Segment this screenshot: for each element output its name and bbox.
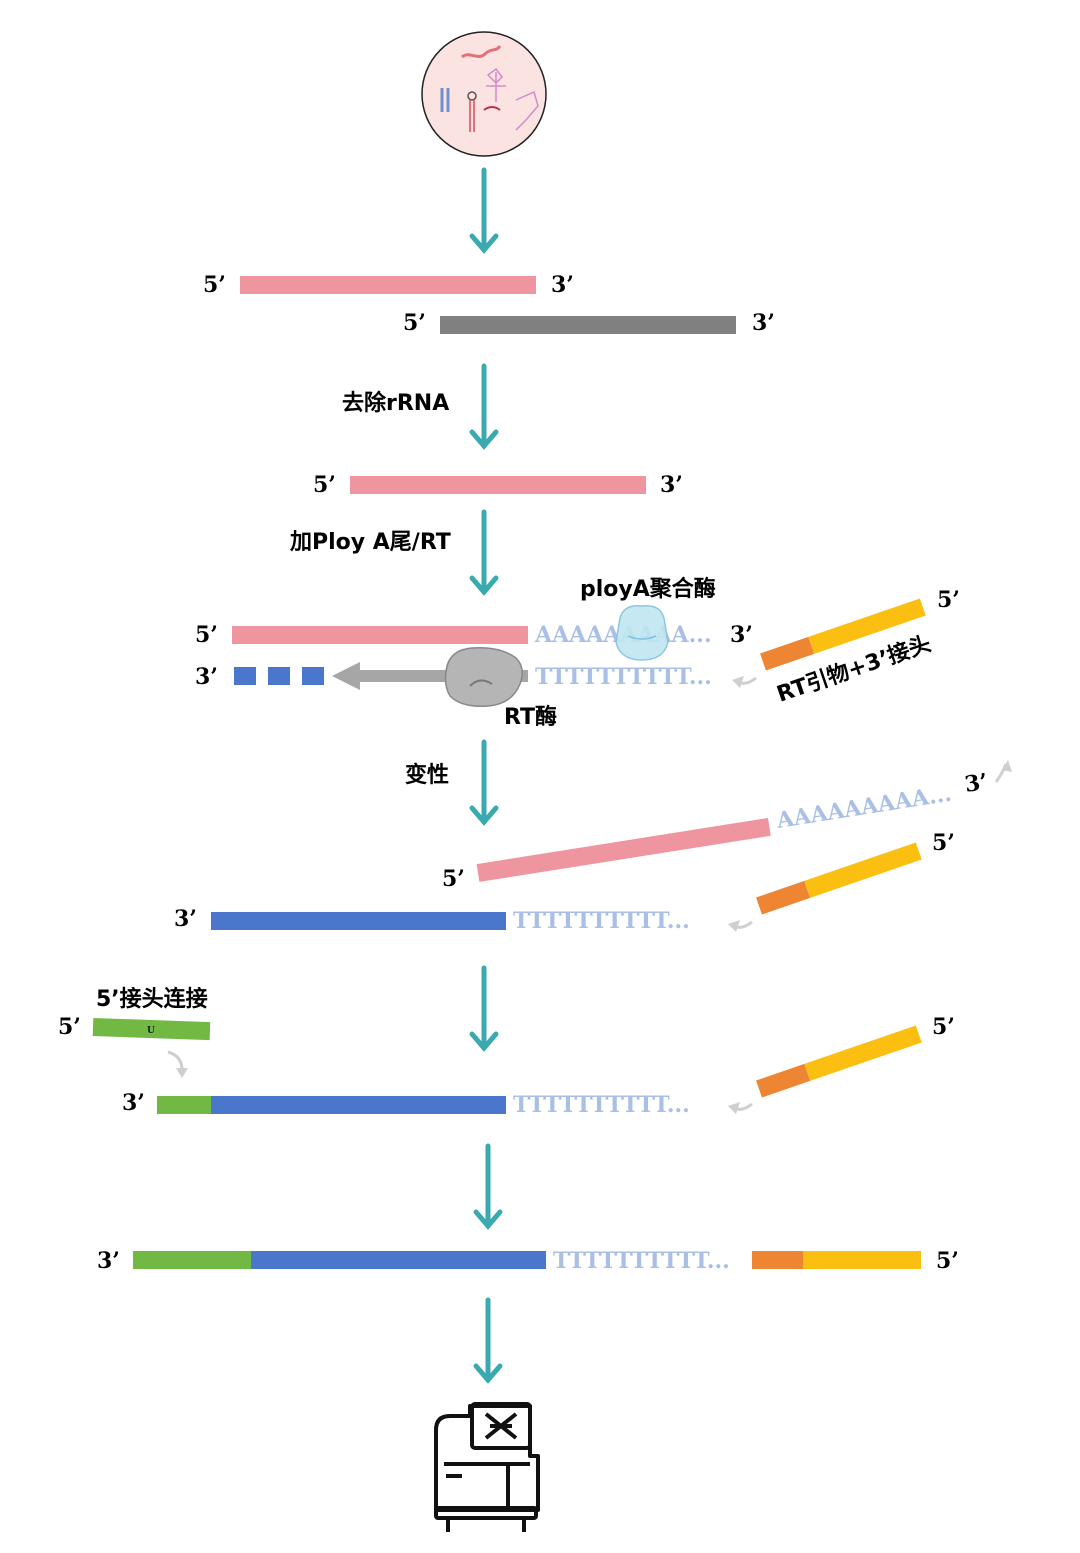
curved-arrow [167,1050,184,1071]
five-prime-adapter [92,1018,211,1041]
three-prime-label: 3’ [122,1090,145,1116]
polyt-sequence: TTTTTTTTTT... [513,908,690,934]
curved-arrow-head [1002,760,1012,772]
polyt-sequence: TTTTTTTTTT... [535,664,712,690]
step-denature-label: 变性 [405,762,449,788]
three-prime-label: 3’ [660,472,683,498]
five-prime-label: 5’ [195,622,218,648]
flow-arrow-3 [469,509,499,596]
five-prime-label: 5’ [932,830,955,856]
reverse-transcriptase-icon [444,646,523,708]
curved-arrow-head [732,676,744,688]
flow-arrow-2 [469,363,499,450]
three-prime-label: 3’ [963,769,990,798]
uridine-label: U [147,1026,155,1036]
three-prime-label: 3’ [174,906,197,932]
cdna-dash [234,667,256,685]
rrna-strand [440,316,736,334]
step-remove-rrna-label: 去除rRNA [342,390,449,416]
flow-arrow-6 [473,1143,503,1230]
three-prime-label: 3’ [551,272,574,298]
polya-polymerase-icon [615,605,669,661]
five-prime-label: 5’ [58,1014,81,1040]
rt-primer-adapter [756,842,922,915]
polyt-sequence: TTTTTTTTTT... [553,1248,730,1274]
flow-arrow-7 [473,1297,503,1384]
curved-arrow-head [176,1068,188,1078]
flow-arrow-5 [469,965,499,1052]
step-5-adapter-ligation-label: 5’接头连接 [96,986,208,1012]
three-prime-adapter-segment [803,1251,921,1269]
small-rna-strand [240,276,536,294]
five-prime-adapter-ligated [157,1096,211,1114]
flow-arrow-4 [469,739,499,826]
three-prime-label: 3’ [752,310,775,336]
rt-primer-segment [752,1251,803,1269]
cdna-dash [302,667,324,685]
small-rna-sample-icon [421,31,547,157]
cdna-dash [268,667,290,685]
five-prime-label: 5’ [403,310,426,336]
rt-primer-adapter [760,598,926,671]
cdna-strand [211,912,506,930]
polya-tail-sequence: AAAAAAAAA... [774,781,953,834]
sequencer-icon [434,1402,540,1532]
three-prime-label: 3’ [195,664,218,690]
five-prime-label: 5’ [936,1248,959,1274]
five-prime-label: 5’ [442,866,465,892]
three-prime-label: 3’ [730,622,753,648]
rt-primer-adapter [756,1025,922,1098]
polya-polymerase-label: ployA聚合酶 [580,576,716,602]
five-prime-label: 5’ [313,472,336,498]
three-prime-label: 3’ [97,1248,120,1274]
flow-arrow-1 [469,167,499,254]
cdna-strand [211,1096,506,1114]
rt-enzyme-label: RT酶 [504,705,557,730]
cdna-strand [251,1251,546,1269]
step-polya-rt-label: 加Ploy A尾/RT [289,530,451,555]
small-rna-strand-released [476,817,771,882]
five-prime-label: 5’ [203,272,226,298]
small-rna-strand [350,476,646,494]
five-prime-adapter-ligated [133,1251,251,1269]
small-rna-strand [232,626,528,644]
five-prime-label: 5’ [932,1014,955,1040]
curved-arrow-head [728,1102,740,1114]
curved-arrow-head [728,920,740,932]
five-prime-label: 5’ [937,587,960,613]
polyt-sequence: TTTTTTTTTT... [513,1092,690,1118]
